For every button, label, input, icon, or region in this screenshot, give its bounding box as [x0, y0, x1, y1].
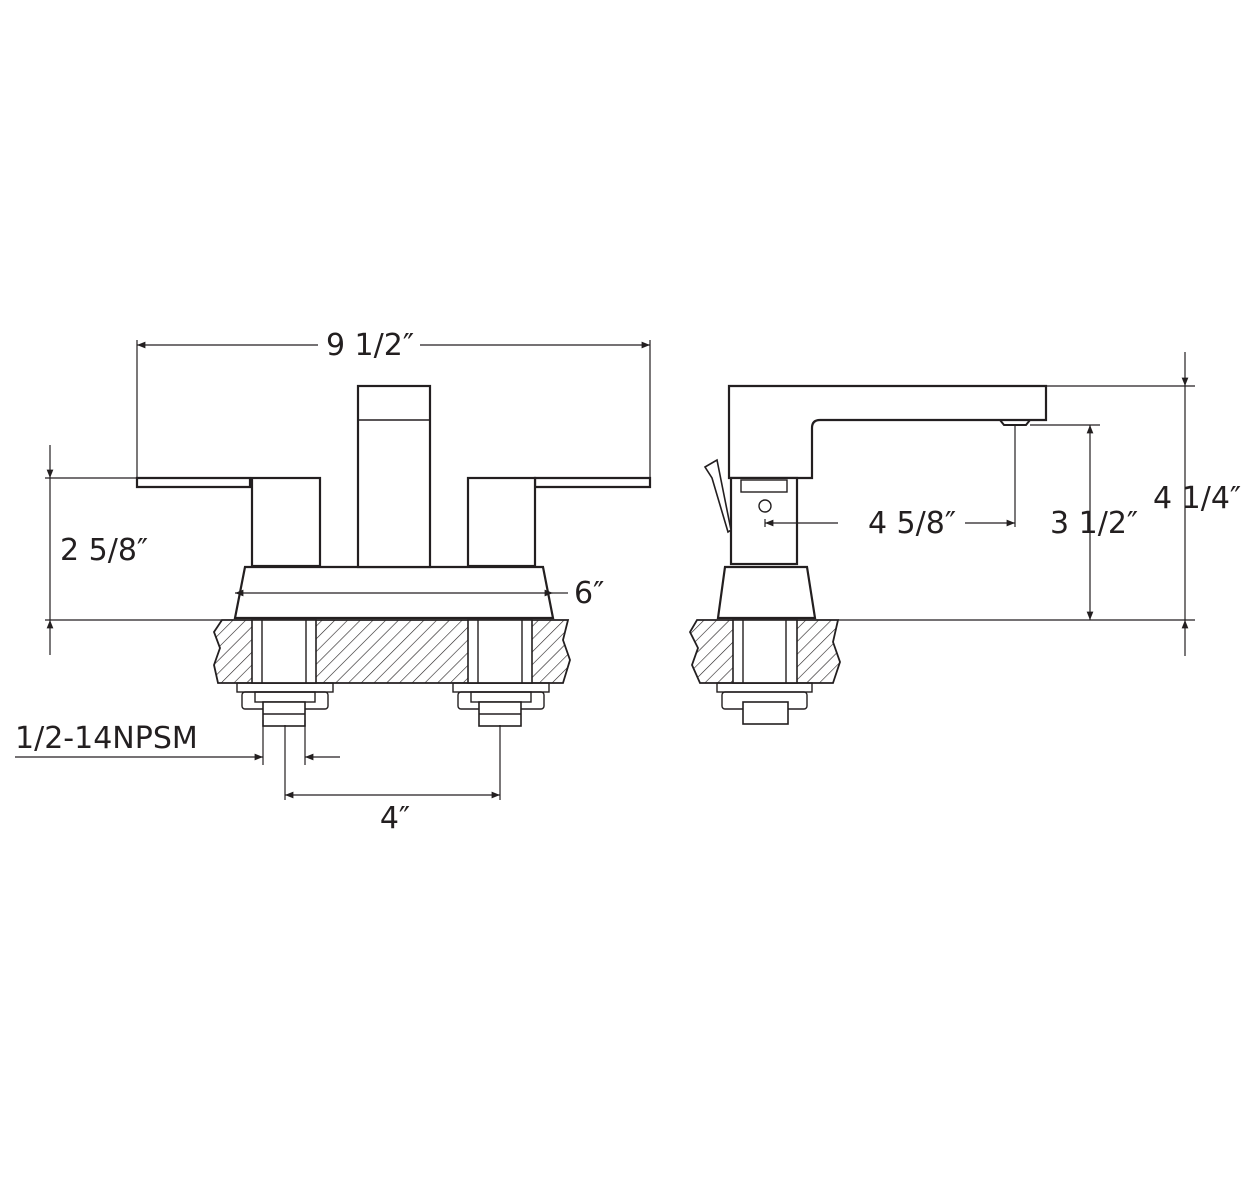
thread-spec-label: 1/2-14NPSM [15, 721, 198, 756]
left-mounting-nut [236, 682, 334, 727]
spout-reach-label: 4 5/8″ [868, 506, 956, 541]
right-mounting-nut [452, 682, 550, 727]
left-handle [135, 476, 252, 489]
overall-height-label: 4 1/4″ [1153, 481, 1241, 516]
side-mounting-nut [716, 682, 813, 725]
spout-side [727, 384, 1048, 480]
faucet-base-side [716, 565, 817, 620]
right-handle [533, 476, 652, 489]
spout-front [356, 384, 432, 569]
base-width-label: 6″ [574, 576, 604, 611]
center-spacing-label: 4″ [380, 801, 410, 836]
front-view: 9 1/2″ 2 5/8″ 6″ 1/2-14NPSM 4″ [15, 328, 652, 836]
spout-height-label: 3 1/2″ [1050, 506, 1138, 541]
overall-width-label: 9 1/2″ [326, 328, 414, 363]
handle-height-label: 2 5/8″ [60, 533, 148, 568]
handle-lever-side [703, 458, 732, 534]
handle-center-mark [758, 499, 772, 513]
side-view: 4 5/8″ 3 1/2″ 4 1/4″ [688, 352, 1241, 725]
